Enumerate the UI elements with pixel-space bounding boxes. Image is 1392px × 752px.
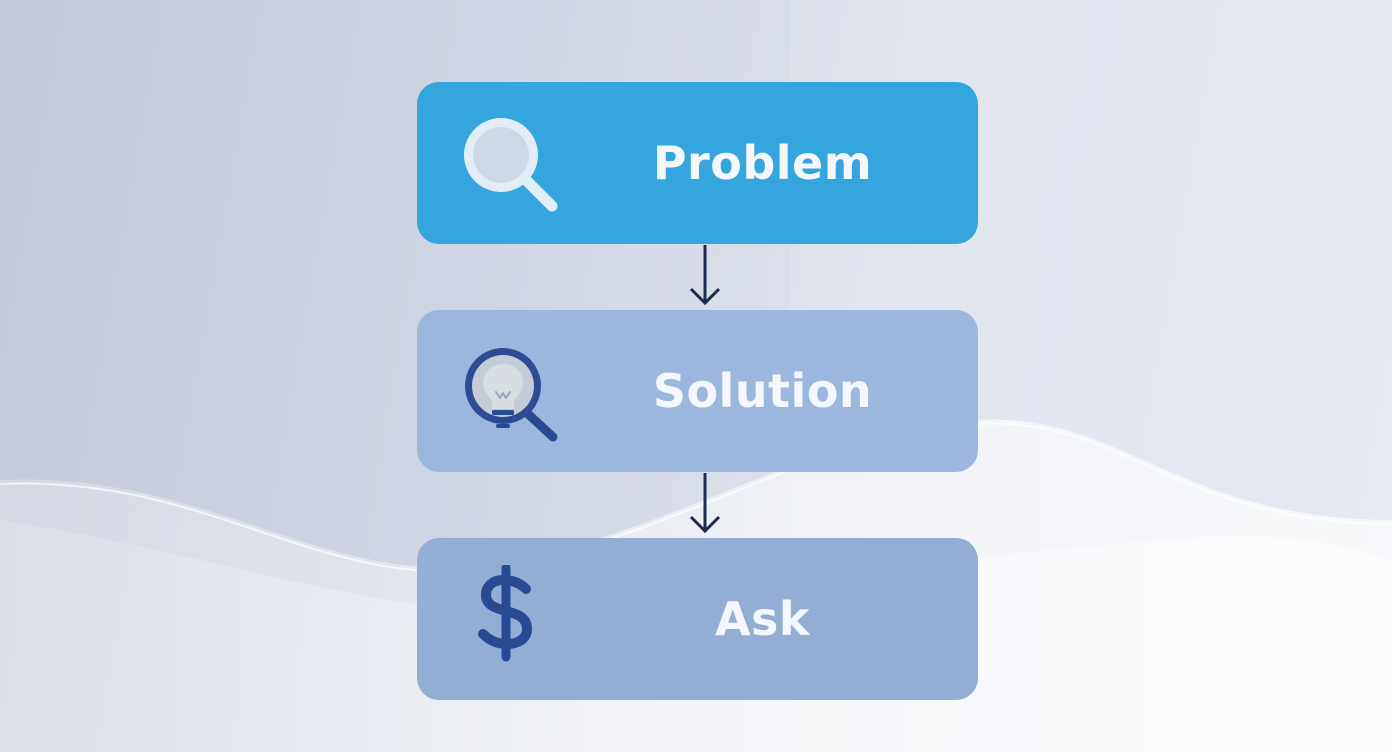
step-ask: Ask bbox=[417, 538, 978, 700]
dollar-sign-icon bbox=[478, 565, 533, 662]
lightbulb-magnifier-icon bbox=[465, 348, 558, 442]
arrow-down-2 bbox=[689, 473, 721, 534]
step-label-ask: Ask bbox=[714, 592, 811, 646]
arrow-down-1 bbox=[689, 245, 721, 306]
step-solution: Solution bbox=[417, 310, 978, 472]
step-problem: Problem bbox=[417, 82, 978, 244]
magnifying-glass-icon bbox=[464, 118, 558, 212]
step-label-problem: Problem bbox=[652, 136, 873, 190]
step-label-solution: Solution bbox=[652, 364, 873, 418]
